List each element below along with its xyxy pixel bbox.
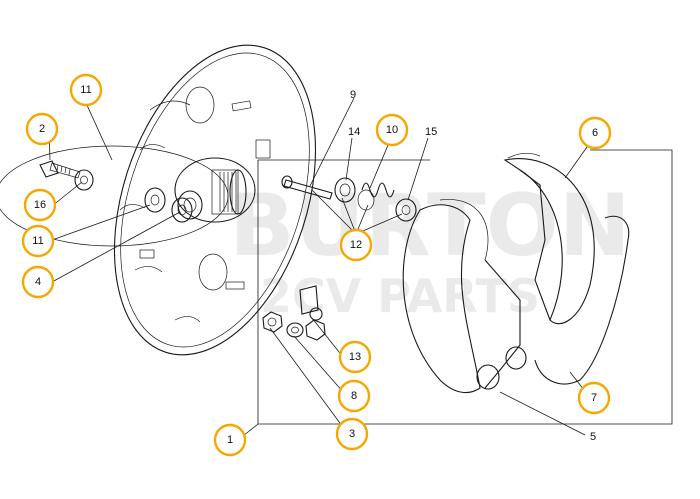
watermark-line-2: 2CV PARTS: [260, 269, 540, 323]
callout-10[interactable]: 10: [375, 113, 409, 147]
callout-label: 16: [34, 199, 46, 211]
bolt-assembly: [0, 145, 229, 247]
callout-label: 13: [349, 351, 361, 363]
callout-label: 11: [80, 84, 91, 96]
brake-shoe-upper: [503, 152, 595, 325]
callout-4[interactable]: 4: [21, 265, 55, 299]
watermark-line-1: BURTON: [229, 176, 631, 276]
callout-12[interactable]: 12: [339, 228, 373, 262]
callout-label: 12: [350, 239, 362, 251]
label-15: 15: [425, 126, 437, 138]
callout-3[interactable]: 3: [335, 417, 369, 451]
callout-label: 10: [386, 124, 398, 136]
callout-label: 11: [32, 235, 43, 247]
callout-label: 2: [39, 123, 45, 135]
callout-7[interactable]: 7: [577, 381, 611, 415]
callout-11-top[interactable]: 11: [69, 73, 103, 107]
callout-label: 6: [592, 127, 598, 139]
adjuster-parts: [281, 175, 417, 222]
label-5: 5: [590, 431, 596, 443]
label-14: 14: [348, 126, 360, 138]
callout-13[interactable]: 13: [338, 340, 372, 374]
callout-label: 1: [227, 434, 233, 446]
callout-label: 3: [349, 428, 355, 440]
brake-shoe-lower: [402, 199, 527, 394]
return-spring: [534, 215, 630, 385]
callout-6[interactable]: 6: [578, 116, 612, 150]
callout-label: 7: [591, 392, 597, 404]
callout-2[interactable]: 2: [25, 112, 59, 146]
leader-lines: [48, 97, 593, 437]
backing-plate: [113, 44, 317, 356]
hub: [174, 157, 256, 223]
callout-16[interactable]: 16: [23, 188, 57, 222]
callout-1[interactable]: 1: [213, 423, 247, 457]
callout-label: 4: [35, 276, 41, 288]
callout-11-bottom[interactable]: 11: [21, 224, 55, 258]
callout-8[interactable]: 8: [337, 379, 371, 413]
callout-label: 8: [351, 390, 357, 402]
wheel-stud: [139, 100, 271, 290]
label-9: 9: [350, 89, 356, 101]
assembly-frame: [257, 149, 673, 425]
nut-and-lock-tab: [262, 285, 326, 341]
